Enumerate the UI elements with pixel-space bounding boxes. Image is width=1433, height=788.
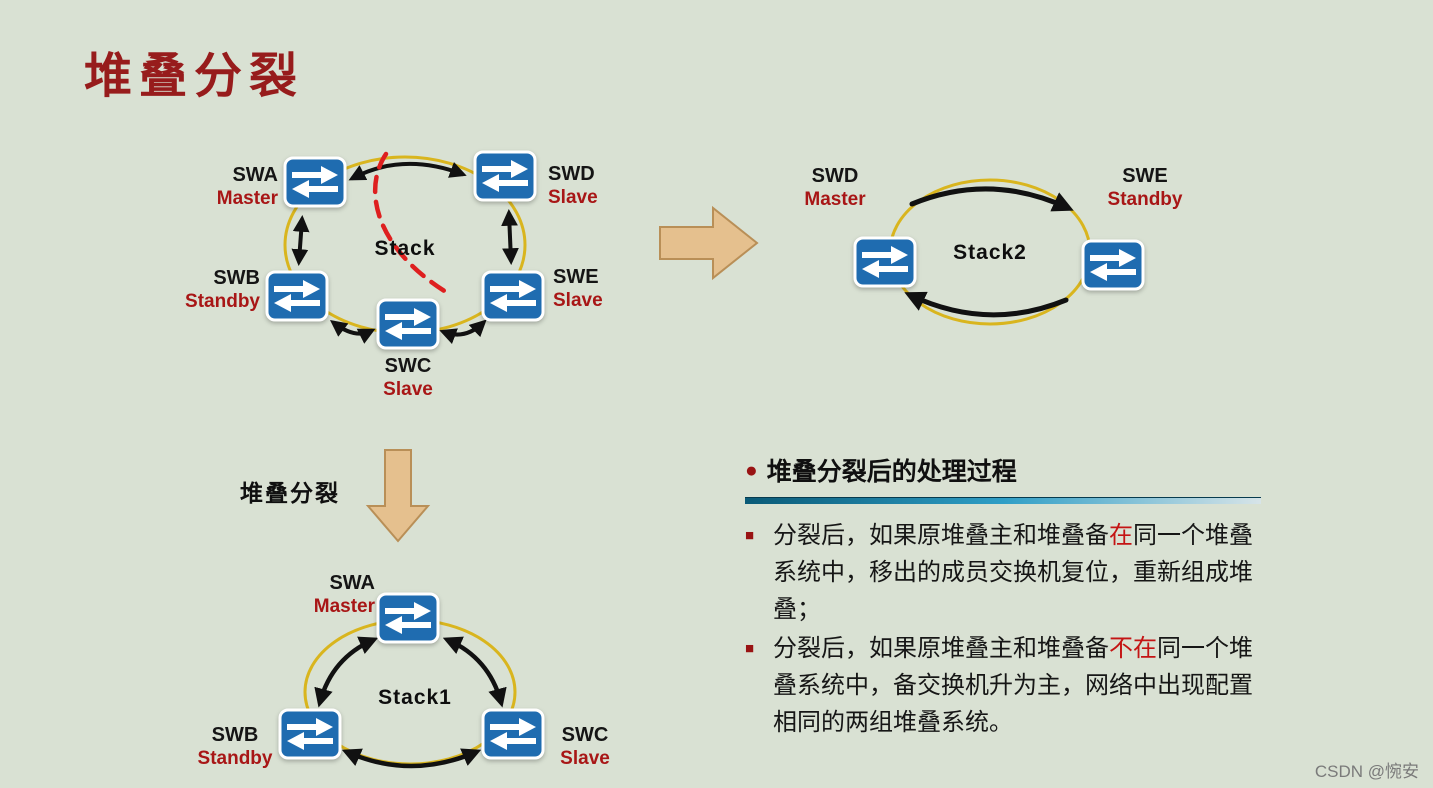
switch-name: SWE: [1122, 165, 1168, 187]
bullet-text-pre: 分裂后，如果原堆叠主和堆叠备: [773, 522, 1109, 549]
stack-diagram-stack2: SWD Master SWE Standby Stack2: [770, 150, 1220, 380]
switch-role: Standby: [185, 291, 260, 312]
heading-underline: [745, 497, 1261, 504]
bullet-item: ■ 分裂后，如果原堆叠主和堆叠备在同一个堆叠系统中，移出的成员交换机复位，重新组…: [745, 517, 1265, 628]
stack-diagram-stack1: SWA Master SWB Standby SWC Slave Stack1: [180, 560, 640, 788]
stack-diagram-original: SWA Master SWD Slave SWB Standby SWE Sla…: [150, 130, 670, 460]
square-bullet-icon: ■: [745, 640, 755, 657]
switch-name: SWA: [232, 164, 278, 186]
switch-name: SWC: [384, 355, 432, 377]
switch-icon-swa: [283, 156, 347, 208]
switch-role: Slave: [553, 290, 603, 311]
bullet-text-post: 同一个堆叠系统中，移出的成员交换机复位，重新组成堆叠；: [773, 522, 1253, 623]
square-bullet-icon: ■: [745, 527, 755, 544]
circle-bullet-icon: ●: [745, 458, 758, 482]
switch-label-swc: SWC Slave: [353, 354, 463, 402]
bullet-text-highlight: 在: [1109, 522, 1133, 549]
switch-icon-swe: [1081, 239, 1145, 291]
bullet-list: ■ 分裂后，如果原堆叠主和堆叠备在同一个堆叠系统中，移出的成员交换机复位，重新组…: [745, 517, 1265, 741]
switch-label-swd: SWD Slave: [548, 162, 658, 210]
switch-name: SWB: [211, 724, 259, 746]
stack-name-label: Stack: [374, 237, 436, 260]
flow-arrow-right-icon: [659, 205, 759, 281]
switch-label-swe: SWE Slave: [553, 265, 663, 313]
split-arrow-down-icon: [365, 449, 431, 543]
bullet-text-post: 同一个堆叠系统中，备交换机升为主，网络中出现配置相同的两组堆叠系统。: [773, 635, 1253, 736]
switch-name: SWC: [561, 724, 609, 746]
switch-icon-swb: [265, 270, 329, 322]
switch-label-swd: SWD Master: [780, 164, 890, 212]
switch-label-swa: SWA Master: [275, 571, 375, 619]
switch-name: SWD: [548, 163, 595, 185]
bullet-item: ■ 分裂后，如果原堆叠主和堆叠备不在同一个堆叠系统中，备交换机升为主，网络中出现…: [745, 630, 1265, 741]
bullet-text: 分裂后，如果原堆叠主和堆叠备不在同一个堆叠系统中，备交换机升为主，网络中出现配置…: [773, 630, 1265, 741]
switch-name: SWB: [213, 267, 260, 289]
switch-label-swe: SWE Standby: [1090, 164, 1200, 212]
switch-label-swa: SWA Master: [168, 163, 278, 211]
switch-role: Standby: [1107, 189, 1183, 210]
switch-name: SWE: [553, 266, 599, 288]
switch-label-swb: SWB Standby: [150, 266, 260, 314]
page-title: 堆叠分裂: [84, 50, 305, 103]
bullet-text-highlight: 不在: [1109, 635, 1157, 662]
switch-label-swc: SWC Slave: [530, 723, 640, 771]
watermark: CSDN @惋安: [1314, 762, 1419, 781]
stack-name-label: Stack2: [953, 241, 1027, 264]
switch-role: Master: [216, 188, 278, 209]
switch-role: Standby: [197, 748, 273, 769]
switch-name: SWD: [811, 165, 859, 187]
switch-role: Master: [804, 189, 866, 210]
panel-heading-text: 堆叠分裂后的处理过程: [766, 458, 1017, 486]
switch-icon-swa: [376, 592, 440, 644]
bullet-text-pre: 分裂后，如果原堆叠主和堆叠备: [773, 635, 1109, 662]
switch-icon-swe: [481, 270, 545, 322]
stack-name-label: Stack1: [378, 686, 452, 709]
panel-heading: ● 堆叠分裂后的处理过程: [745, 452, 1265, 488]
switch-role: Slave: [548, 187, 598, 208]
switch-role: Slave: [383, 379, 433, 400]
switch-label-swb: SWB Standby: [180, 723, 290, 771]
switch-icon-swc: [376, 298, 440, 350]
switch-icon-swd: [853, 236, 917, 288]
switch-role: Master: [313, 596, 375, 617]
process-panel: ● 堆叠分裂后的处理过程 ■ 分裂后，如果原堆叠主和堆叠备在同一个堆叠系统中，移…: [745, 452, 1265, 743]
switch-role: Slave: [560, 748, 610, 769]
split-arrow-label: 堆叠分裂: [240, 480, 340, 506]
switch-name: SWA: [329, 572, 375, 594]
bullet-text: 分裂后，如果原堆叠主和堆叠备在同一个堆叠系统中，移出的成员交换机复位，重新组成堆…: [773, 517, 1265, 628]
split-dashed-line: [372, 151, 449, 295]
switch-icon-swd: [473, 150, 537, 202]
